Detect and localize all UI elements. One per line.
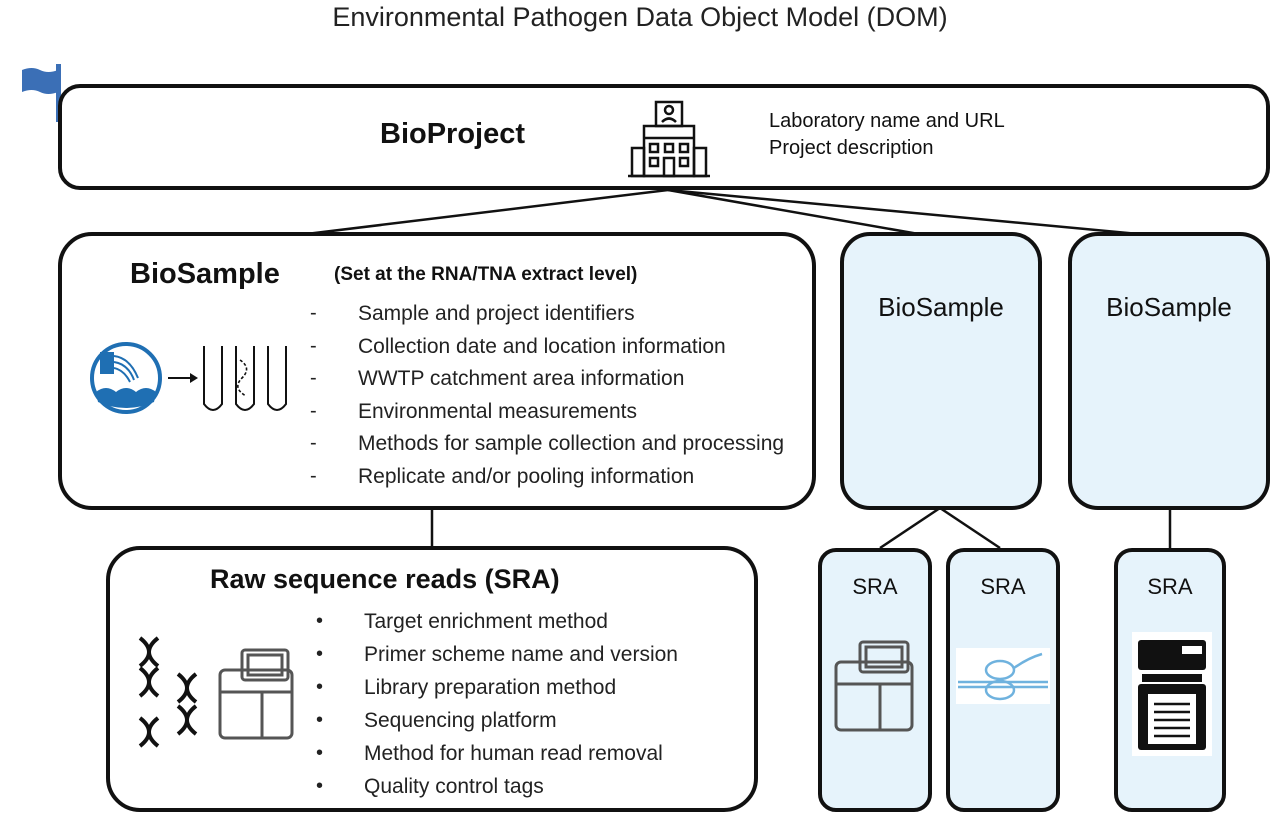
bullet-marker: - [310,334,317,357]
list-item: • Quality control tags [316,775,678,808]
sra-box-1-label: SRA [852,574,898,599]
sequencer-icon [834,640,914,732]
list-item-text: WWTP catchment area information [358,367,685,390]
list-item: • Primer scheme name and version [316,643,678,676]
connector-project-to-biosample-2 [667,188,931,238]
sequencer-icon [218,648,294,740]
list-item-text: Library preparation method [364,676,617,699]
bioproject-box: BioProject Laboratory name and URL Proje… [58,84,1270,190]
bullet-marker: • [316,709,324,731]
wastewater-to-tubes-icon [90,342,287,414]
biosample-main-note: (Set at the RNA/TNA extract level) [334,264,638,285]
biosample-main-box: BioSample (Set at the RNA/TNA extract le… [58,232,816,510]
sra-box-1: SRA [818,548,932,812]
list-item: - Collection date and location informatio… [310,334,784,368]
list-item: - WWTP catchment area information [310,367,784,400]
sra-box-3-label: SRA [1147,574,1193,599]
connector-biosample-2-to-sra-1 [879,506,941,550]
bullet-marker: • [316,610,324,632]
list-item-text: Collection date and location information [358,334,726,358]
dna-icon [138,636,198,748]
bullet-marker: • [316,676,324,698]
list-item-text: Primer scheme name and version [364,643,678,666]
list-item-text: Method for human read removal [364,742,663,765]
bullet-marker: • [316,742,324,764]
sequencer-printer-icon [1132,632,1212,756]
connector-project-to-biosample-3 [667,188,1161,238]
list-item: • Sequencing platform [316,709,678,742]
bullet-marker: - [310,399,317,422]
bullet-marker: • [316,643,324,665]
list-item-text: Sample and project identifiers [358,302,635,325]
list-item: • Method for human read removal [316,742,678,775]
sra-box-2: SRA [946,548,1060,812]
bullet-marker: - [310,302,317,324]
biosample-items-list: - Sample and project identifiers - Collect… [310,302,785,498]
biosample-main-label: BioSample [130,258,280,290]
list-item-text: Target enrichment method [364,610,608,633]
bioproject-label: BioProject [380,118,526,150]
list-item-text: Environmental measurements [358,399,637,423]
list-item: - Methods for sample collection and proce… [310,432,785,465]
list-item-text: Sequencing platform [364,709,557,732]
list-item: • Target enrichment method [316,610,678,643]
flag-icon [22,64,61,122]
nanopore-icon [956,648,1050,704]
list-item-text: Quality control tags [364,775,544,798]
connector-biosample-2-to-sra-2 [939,506,1001,550]
sra-box-3: SRA [1114,548,1226,812]
biosample-box-3: BioSample [1068,232,1270,510]
sra-main-box: Raw sequence reads (SRA) • Target enrichm… [106,546,758,812]
list-item-text: Methods for sample collection and proces… [358,432,785,455]
list-item: - Environmental measurements [310,399,784,433]
diagram-title: Environmental Pathogen Data Object Model… [332,2,948,32]
sra-box-2-label: SRA [980,574,1026,599]
biosample-box-2: BioSample [840,232,1042,510]
bioproject-detail-1: Laboratory name and URL [769,110,1005,132]
list-item: • Library preparation method [316,676,678,709]
list-item: - Sample and project identifiers [310,302,784,335]
list-item-text: Replicate and/or pooling information [358,464,695,488]
bullet-marker: - [310,432,317,454]
list-item: - Replicate and/or pooling information [310,464,784,498]
bullet-marker: - [310,367,317,389]
sra-items-list: • Target enrichment method • Primer scheme… [316,610,678,808]
bioproject-detail-2: Project description [769,137,934,159]
connector-project-to-main-biosample [289,188,669,238]
bullet-marker: • [316,775,324,797]
biosample-box-2-label: BioSample [878,292,1004,322]
bullet-marker: - [310,464,317,487]
sra-main-label: Raw sequence reads (SRA) [210,564,560,594]
building-icon [628,100,710,178]
biosample-box-3-label: BioSample [1106,292,1232,322]
